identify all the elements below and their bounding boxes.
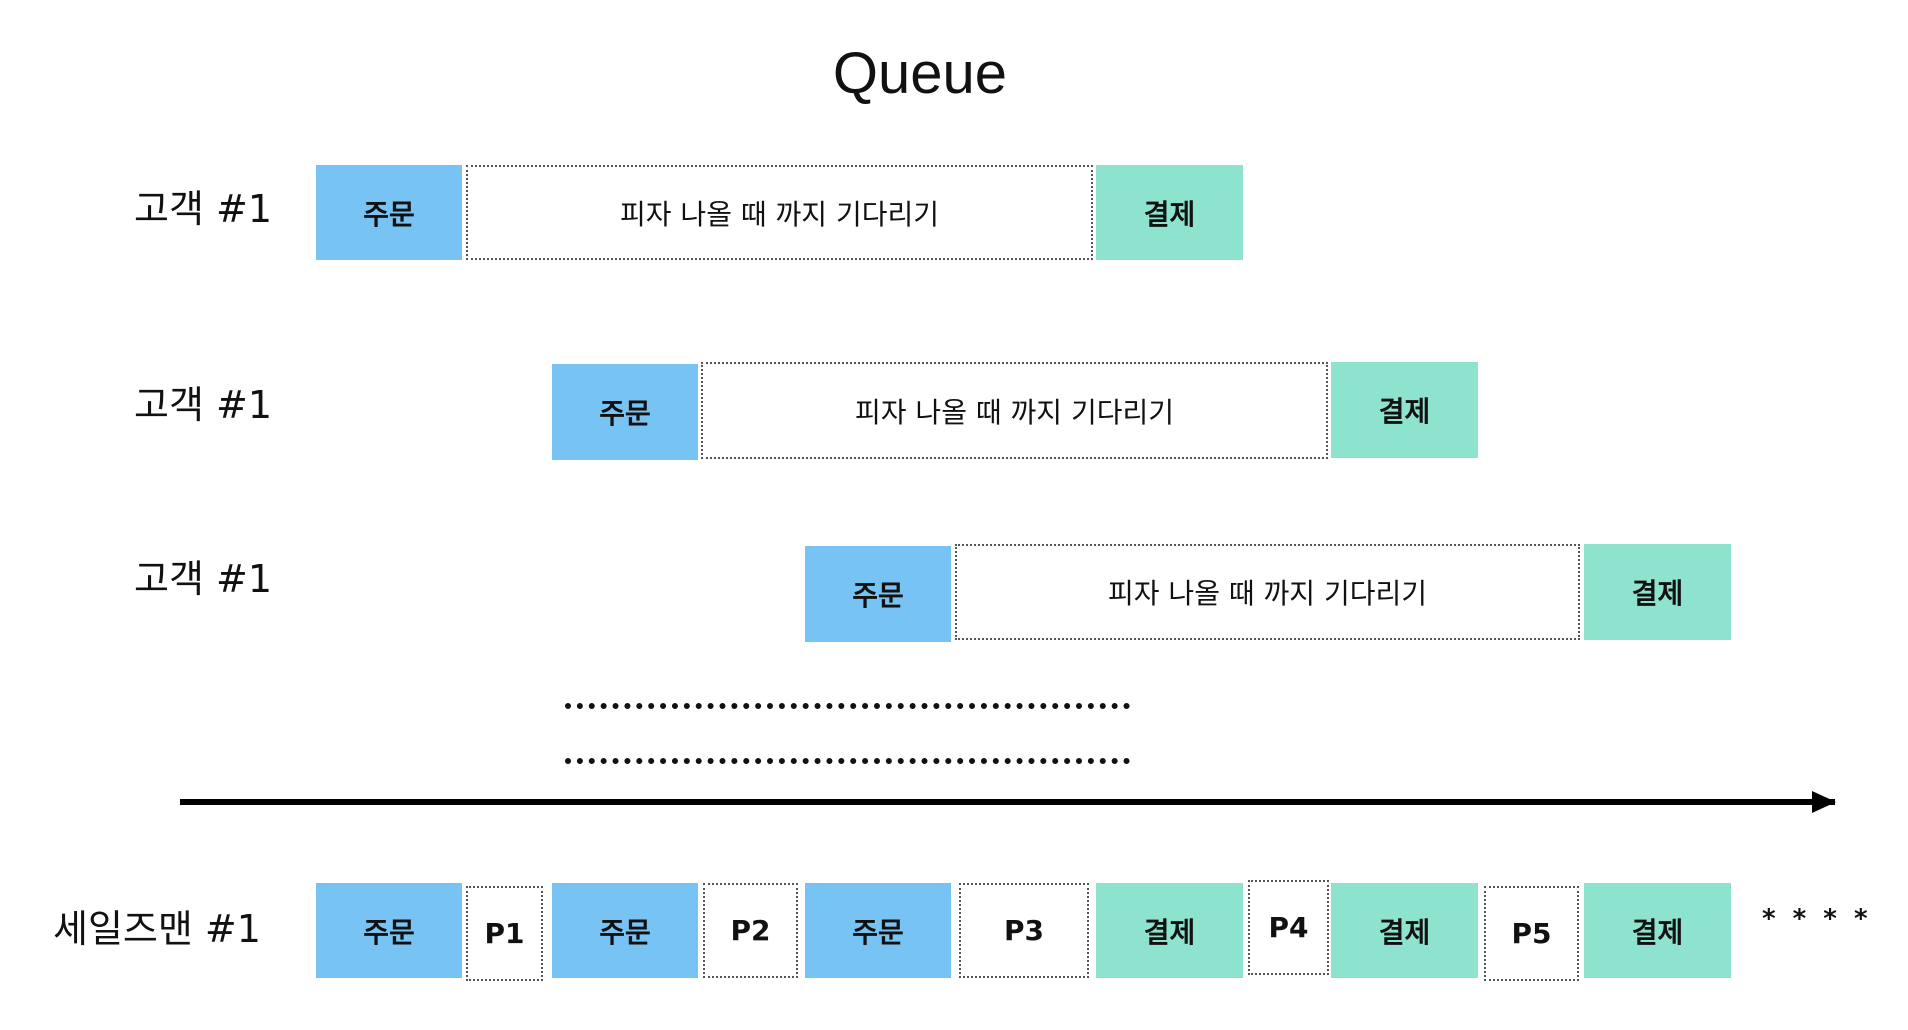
customer-3-wait-block: 피자 나올 때 까지 기다리기 — [955, 544, 1580, 640]
salesman-label: 세일즈맨 #1 — [53, 907, 261, 951]
pizza-block: P1 — [466, 886, 543, 981]
pizza-block: P3 — [959, 883, 1089, 978]
time-axis-arrow-icon — [1812, 791, 1836, 813]
customer-2-pay-block: 결제 — [1331, 362, 1478, 458]
customer-2-label: 고객 #1 — [134, 383, 273, 427]
salesman-pay-block: 결제 — [1096, 883, 1243, 978]
continuation-dots-1 — [565, 703, 1130, 709]
salesman-pay-block: 결제 — [1584, 883, 1731, 978]
customer-1-order-block: 주문 — [316, 165, 462, 260]
customer-1-label: 고객 #1 — [134, 187, 273, 231]
continuation-dots-2 — [565, 758, 1130, 764]
customer-1-wait-block: 피자 나올 때 까지 기다리기 — [466, 165, 1093, 260]
time-axis-line — [180, 799, 1835, 805]
pizza-block: P2 — [703, 883, 798, 978]
customer-2-order-block: 주문 — [552, 364, 698, 460]
salesman-order-block: 주문 — [316, 883, 462, 978]
customer-3-pay-block: 결제 — [1584, 544, 1731, 640]
customer-3-label: 고객 #1 — [134, 557, 273, 601]
pizza-block: P5 — [1484, 886, 1579, 981]
salesman-order-block: 주문 — [805, 883, 951, 978]
more-indicator: * * * * — [1762, 904, 1872, 934]
customer-1-pay-block: 결제 — [1096, 165, 1243, 260]
salesman-pay-block: 결제 — [1331, 883, 1478, 978]
customer-2-wait-block: 피자 나올 때 까지 기다리기 — [701, 362, 1328, 459]
pizza-block: P4 — [1248, 880, 1329, 975]
salesman-order-block: 주문 — [552, 883, 698, 978]
diagram-title: Queue — [832, 41, 1008, 106]
customer-3-order-block: 주문 — [805, 546, 951, 642]
